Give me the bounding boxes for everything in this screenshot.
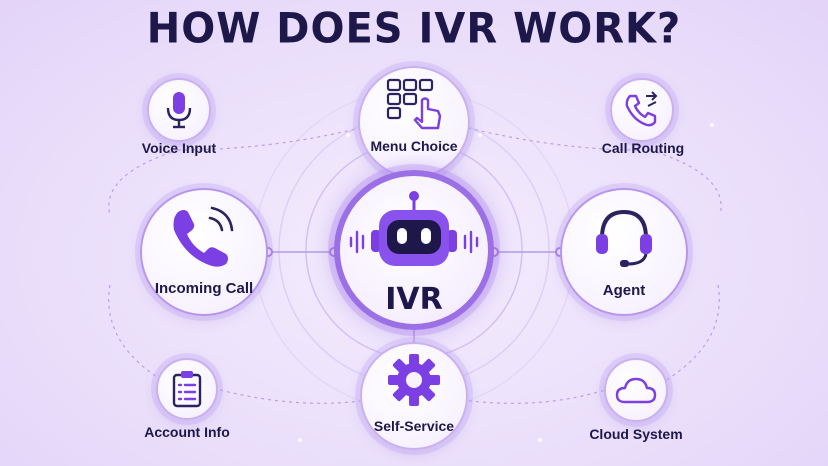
sparkle bbox=[346, 133, 350, 137]
clipboard-icon bbox=[172, 371, 202, 408]
page-title: HOW DOES IVR WORK? bbox=[146, 4, 682, 54]
hub-label: IVR bbox=[385, 282, 443, 317]
node-account-info bbox=[156, 358, 218, 420]
node-label: Incoming Call bbox=[154, 280, 254, 297]
arc-routing-agent bbox=[649, 149, 722, 216]
arc-self-cloud bbox=[461, 389, 606, 404]
sparkle bbox=[478, 133, 482, 137]
keypad-tap-icon bbox=[386, 78, 442, 130]
node-agent: Agent bbox=[560, 188, 688, 316]
node-cloud-system bbox=[604, 358, 668, 422]
arc-account-self bbox=[219, 389, 369, 404]
phone-routing-icon bbox=[625, 91, 658, 127]
node-self-service: Self-Service bbox=[360, 342, 468, 450]
arc-voice-incoming bbox=[108, 149, 179, 216]
robot-icon bbox=[349, 191, 479, 266]
arc-agent-cloud bbox=[657, 284, 720, 386]
cloud-system-label: Cloud System bbox=[589, 426, 683, 442]
node-call-routing bbox=[610, 78, 674, 142]
voice-input-label: Voice Input bbox=[141, 140, 217, 156]
node-label: Self-Service bbox=[373, 418, 455, 434]
cloud-icon bbox=[615, 377, 657, 404]
sparkle bbox=[710, 123, 714, 127]
microphone-icon bbox=[166, 92, 192, 129]
account-info-label: Account Info bbox=[144, 424, 230, 440]
phone-ringing-icon bbox=[173, 206, 234, 267]
arc-menu-routing bbox=[467, 127, 641, 151]
arc-voice-menu bbox=[177, 127, 361, 151]
arc-incoming-account bbox=[108, 284, 171, 386]
node-voice-input bbox=[147, 78, 211, 142]
node-label: Menu Choice bbox=[370, 138, 458, 154]
node-incoming-call: Incoming Call bbox=[140, 188, 268, 316]
node-label: Agent bbox=[602, 282, 646, 299]
ivr-hub bbox=[334, 170, 494, 330]
headset-icon bbox=[596, 209, 652, 267]
gear-icon bbox=[388, 354, 440, 406]
node-menu-choice: Menu Choice bbox=[358, 66, 470, 178]
call-routing-label: Call Routing bbox=[601, 140, 685, 156]
sound-wave-icon bbox=[349, 230, 479, 254]
sparkle bbox=[538, 438, 542, 442]
sparkle bbox=[298, 438, 302, 442]
